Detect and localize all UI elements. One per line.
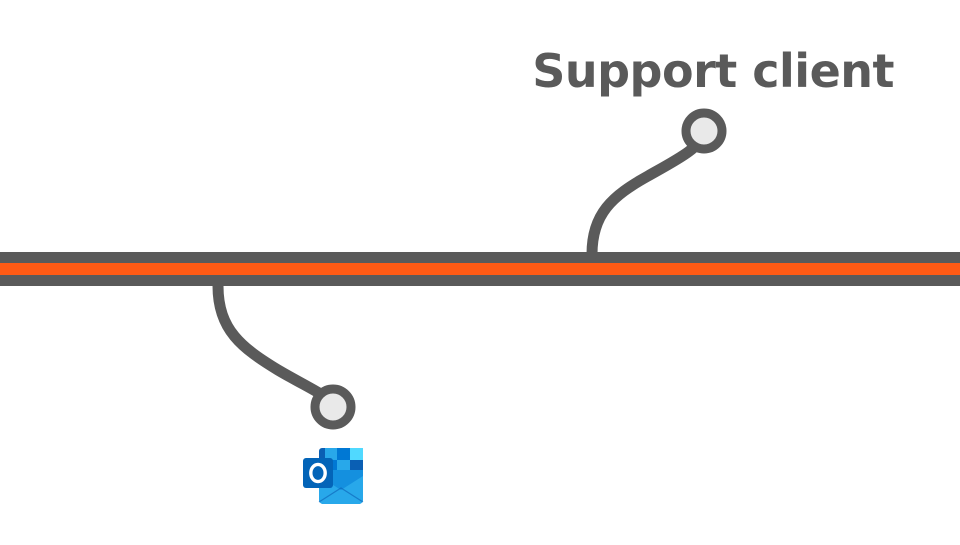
main-track-accent [0, 263, 960, 275]
support-client-label: Support client [532, 44, 894, 98]
top-branch-connector [586, 126, 710, 260]
top-branch-node [681, 108, 727, 154]
bottom-branch-connector [212, 280, 339, 413]
outlook-icon [303, 448, 364, 504]
bottom-branch-node [310, 384, 356, 430]
